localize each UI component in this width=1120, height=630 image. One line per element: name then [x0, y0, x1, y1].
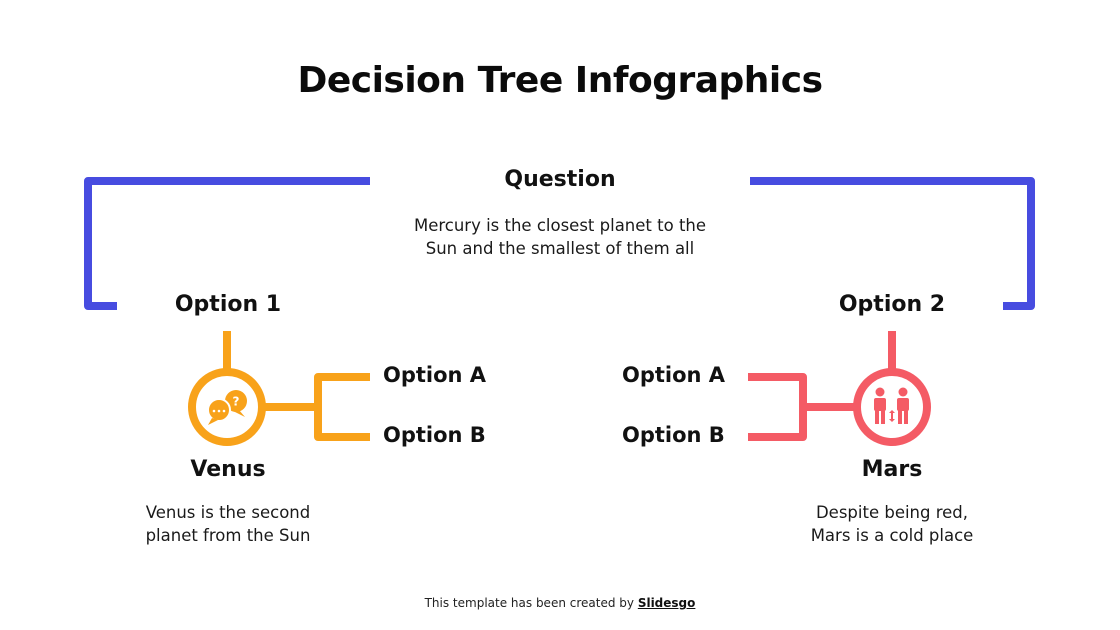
- option1-heading: Option 1: [174, 292, 282, 317]
- option2-heading: Option 2: [838, 292, 946, 317]
- option1-planet-description: Venus is the second planet from the Sun: [108, 501, 348, 547]
- question-title: Question: [504, 167, 616, 192]
- option2-description-line2: Mars is a cold place: [810, 526, 974, 545]
- option1-branch-a: Option A: [383, 363, 487, 387]
- question-description-line1: Mercury is the closest planet to the: [413, 216, 707, 235]
- option2-planet-name: Mars: [861, 457, 923, 482]
- option2-branch-a: Option A: [622, 363, 726, 387]
- footer-credit: This template has been created by Slides…: [0, 596, 1120, 610]
- footer-text: This template has been created by: [424, 596, 638, 610]
- two-people-exchange-icon: [874, 387, 909, 424]
- speech-bubbles-question-icon: ?: [207, 390, 247, 425]
- page-title: Decision Tree Infographics: [297, 60, 823, 101]
- option2-branch-b: Option B: [622, 423, 725, 447]
- option1-connector: [188, 331, 370, 446]
- option1-description-line2: planet from the Sun: [145, 526, 311, 545]
- option2-description-line1: Despite being red,: [815, 503, 969, 522]
- option1-description-line1: Venus is the second: [145, 503, 311, 522]
- option2-connector: [748, 331, 931, 446]
- question-bracket-left: [84, 177, 370, 310]
- question-description: Mercury is the closest planet to the Sun…: [370, 214, 750, 260]
- option1-branch-b: Option B: [383, 423, 486, 447]
- question-description-line2: Sun and the smallest of them all: [425, 239, 695, 258]
- option1-planet-name: Venus: [190, 457, 266, 482]
- svg-text:?: ?: [233, 395, 240, 409]
- question-bracket-right: [750, 177, 1035, 310]
- footer-brand-link[interactable]: Slidesgo: [637, 596, 696, 610]
- option2-planet-description: Despite being red, Mars is a cold place: [772, 501, 1012, 547]
